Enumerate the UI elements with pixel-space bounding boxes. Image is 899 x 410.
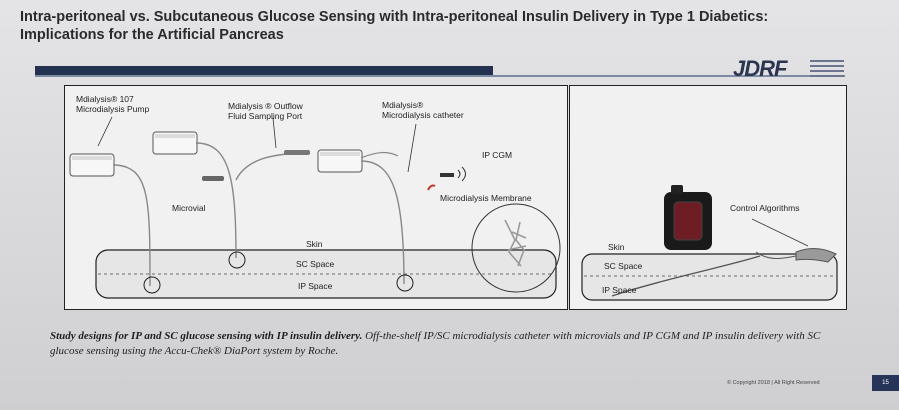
sensor-circle-3	[396, 274, 414, 292]
sensor-circle-2	[228, 251, 246, 269]
tubing-1	[112, 164, 151, 287]
page-number: 15	[872, 375, 899, 391]
right-sc-label: SC Space	[604, 261, 643, 271]
catheter-pointer	[407, 123, 417, 173]
algo-pointer	[751, 218, 809, 247]
pump-pointer	[97, 116, 113, 147]
copyright-footer: © Copyright 2018 | All Right Reserved	[727, 380, 820, 386]
catheter-label: Mdialysis® Microdialysis catheter	[382, 100, 464, 120]
port-pointer	[272, 117, 277, 149]
ipcgm-sensor	[440, 173, 454, 177]
right-skin-label: Skin	[608, 242, 625, 252]
jdrf-logo-tagline	[810, 60, 844, 80]
right-tissue-block	[581, 253, 838, 301]
algo-label: Control Algorithms	[730, 203, 800, 213]
tubing-4	[360, 151, 399, 159]
right-ip-label: IP Space	[602, 285, 637, 295]
figure-caption: Study designs for IP and SC glucose sens…	[50, 329, 850, 359]
insulin-pump-device	[664, 185, 712, 250]
caption-bold: Study designs for IP and SC glucose sens…	[50, 330, 363, 342]
ipcgm-label: IP CGM	[482, 150, 513, 160]
tubing-3	[360, 160, 405, 285]
ipcgm-signal-icon	[457, 166, 466, 182]
left-skin-label: Skin	[306, 239, 323, 249]
pump-device-2	[152, 131, 198, 155]
sampling-port-icon	[284, 150, 310, 155]
pump-label: Mdialysis® 107 Microdialysis Pump	[76, 94, 150, 114]
membrane-strands	[504, 219, 527, 267]
caption-rest: Off-the-shelf IP/SC microdialysis cathet…	[50, 330, 821, 357]
jdrf-logo: JDRF	[733, 56, 787, 81]
red-catheter-mark	[427, 184, 436, 191]
port-label: Mdialysis ® Outflow Fluid Sampling Port	[228, 101, 303, 121]
microvial-label: Microvial	[172, 203, 206, 213]
tubing-port	[235, 152, 311, 181]
membrane-zoom-circle	[471, 203, 561, 293]
slide-title: Intra-peritoneal vs. Subcutaneous Glucos…	[20, 9, 769, 43]
left-ip-label: IP Space	[298, 281, 333, 291]
cgm-sensor-right	[795, 248, 837, 263]
sensor-circle-1	[143, 276, 161, 294]
title-underline-bar	[35, 66, 493, 75]
pump-device-1	[69, 153, 115, 177]
pump-device-3	[317, 149, 363, 173]
left-sc-label: SC Space	[296, 259, 335, 269]
microvial-icon	[202, 176, 224, 181]
right-catheter	[611, 255, 761, 297]
title-underline-thin	[35, 75, 845, 77]
tubing-2	[195, 142, 237, 259]
right-sensor-wire	[755, 251, 797, 259]
membrane-label: Microdialysis Membrane	[440, 193, 532, 203]
